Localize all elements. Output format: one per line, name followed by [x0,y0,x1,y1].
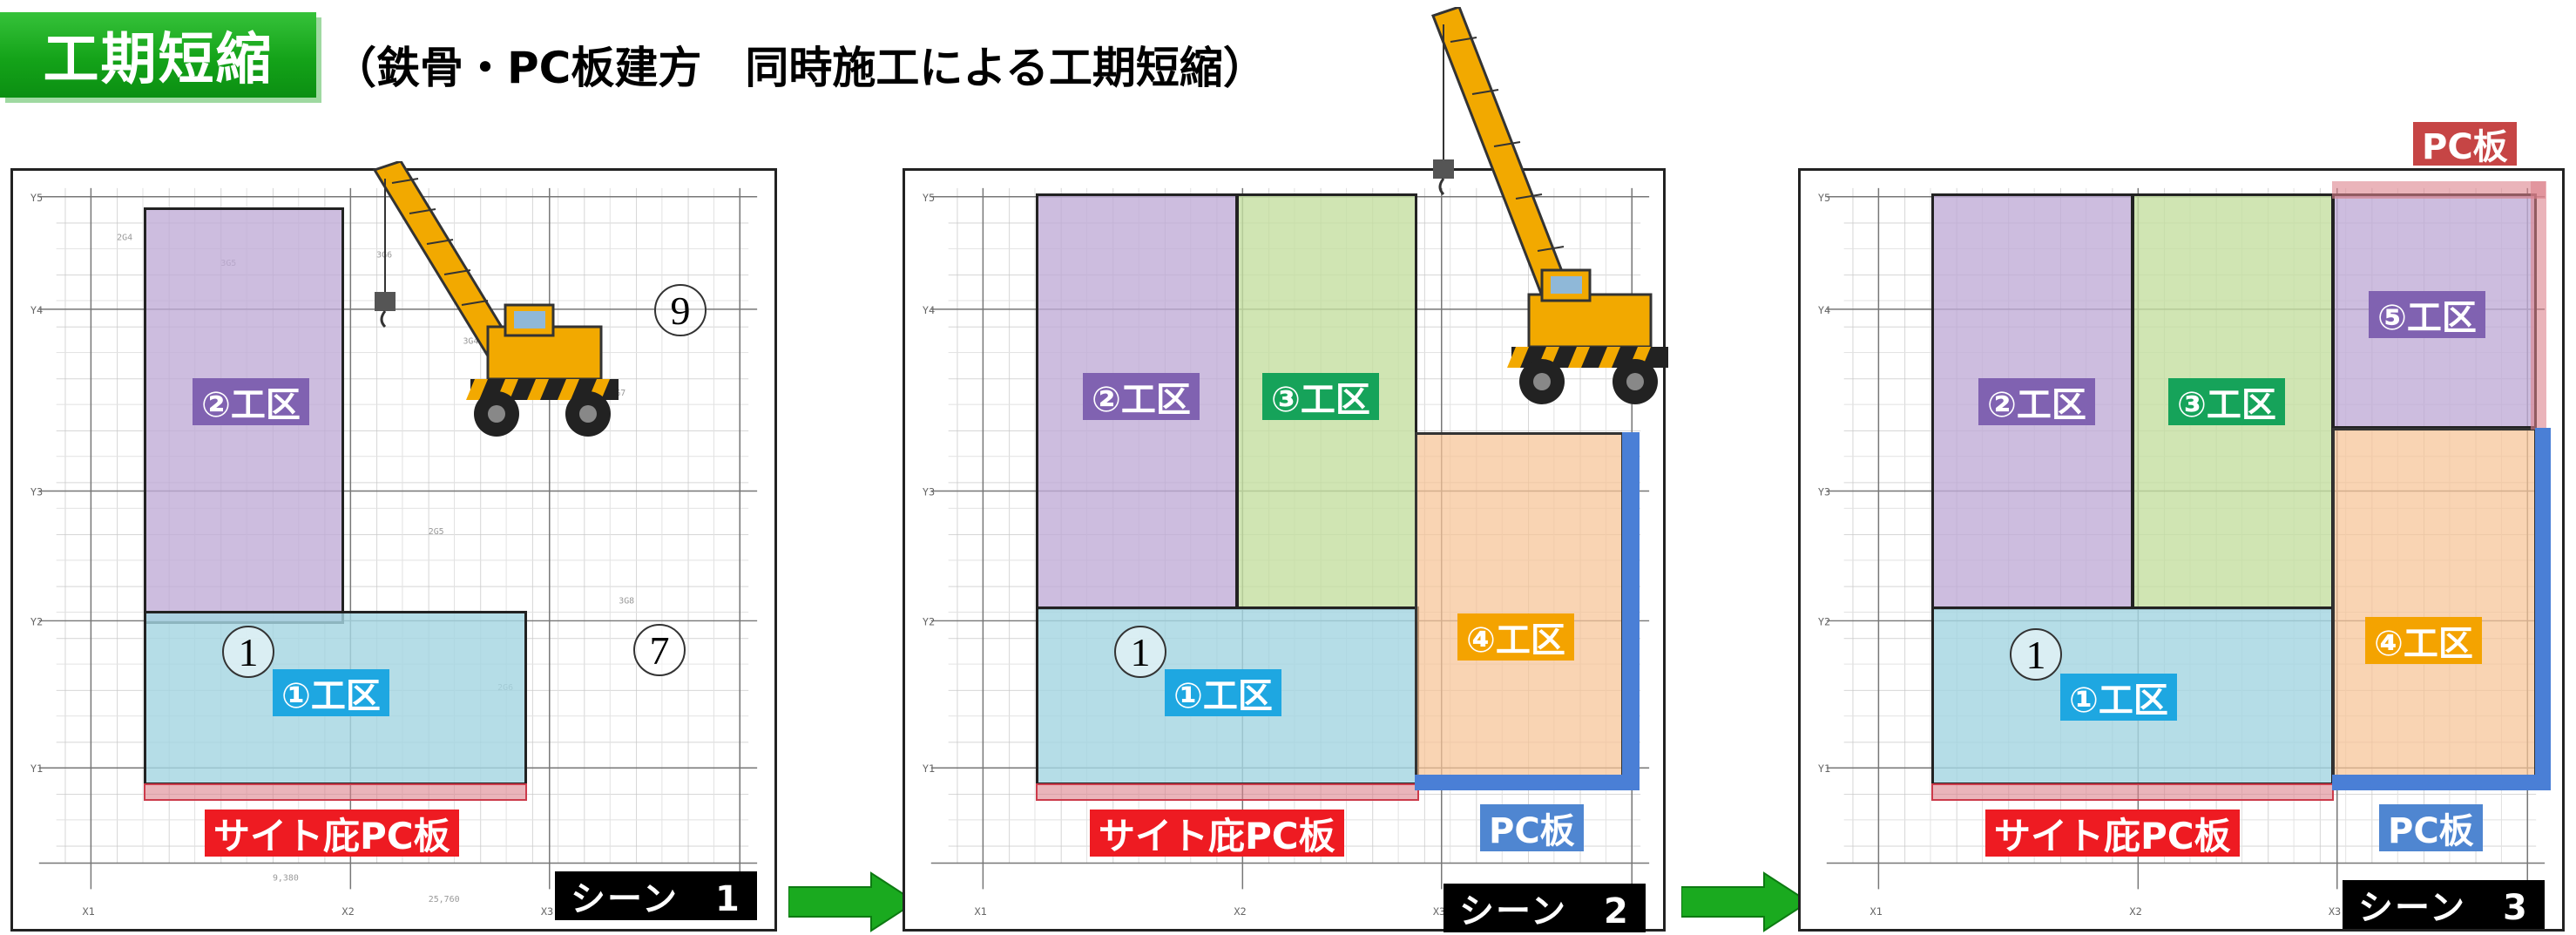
zone-5-label: ⑤工区 [2369,291,2485,338]
svg-text:3G8: 3G8 [619,597,634,606]
scene-2-tag: シーン 2 [1444,884,1646,932]
svg-text:X3: X3 [1433,905,1445,918]
svg-text:3G4: 3G4 [463,337,478,347]
svg-text:X3: X3 [2329,905,2341,918]
side-pc-strip [1931,783,2334,801]
svg-text:25,760: 25,760 [429,895,460,905]
svg-text:Y2: Y2 [1818,615,1830,627]
svg-text:X1: X1 [82,905,94,918]
pc-panel-strip-top [2332,181,2546,199]
svg-text:X1: X1 [1869,905,1882,918]
svg-text:Y5: Y5 [30,192,43,204]
svg-text:X2: X2 [341,905,354,918]
svg-text:Y1: Y1 [30,762,43,775]
svg-text:Y5: Y5 [923,192,935,204]
pc-panel-label: PC板 [1480,804,1584,851]
right-arrow-icon [1681,871,1810,932]
zone-2-label: ②工区 [1083,373,1200,420]
pc-panel-strip-right-top [2531,181,2546,430]
grid-number-1: 1 [1114,626,1166,678]
grid-number-7: 7 [633,624,686,676]
side-pc-label: サイト庇PC板 [1090,810,1344,857]
zone-4-label: ④工区 [2365,617,2482,664]
svg-text:Y4: Y4 [30,304,43,316]
svg-text:Y5: Y5 [1818,192,1830,204]
zone-2-label: ②工区 [193,378,309,425]
svg-text:Y1: Y1 [923,762,935,775]
svg-text:9,380: 9,380 [273,873,299,883]
svg-text:X1: X1 [974,905,986,918]
crane-icon [372,161,619,437]
svg-text:Y3: Y3 [923,485,935,498]
zone-4-area [2332,428,2537,781]
zone-3-area [2132,193,2334,610]
pc-panel-strip-side [2535,428,2551,789]
zone-3-label: ③工区 [2168,378,2285,425]
pc-panel-strip-side [1622,432,1640,789]
zone-4-area [1415,432,1624,781]
pc-panel-top-label: PC板 [2413,122,2517,167]
zone-4-label: ④工区 [1457,613,1574,661]
crane-icon [1431,7,1668,404]
scene-1-tag: シーン 1 [555,871,757,920]
svg-text:2G4: 2G4 [117,233,132,242]
svg-text:X2: X2 [2129,905,2141,918]
right-arrow-icon [788,871,917,932]
svg-text:Y1: Y1 [1818,762,1830,775]
side-pc-label: サイト庇PC板 [1985,810,2240,857]
title-badge: 工期短縮 [0,12,316,98]
pc-panel-label: PC板 [2379,804,2483,851]
side-pc-strip [144,783,527,801]
grid-number-1: 1 [2010,628,2062,681]
svg-text:Y4: Y4 [1818,304,1830,316]
side-pc-label: サイト庇PC板 [205,810,459,857]
zone-1-label: ①工区 [2060,674,2177,721]
zone-1-label: ①工区 [1165,669,1281,716]
side-pc-strip [1036,783,1419,801]
zone-2-label: ②工区 [1978,378,2095,425]
svg-text:Y2: Y2 [923,615,935,627]
svg-text:Y2: Y2 [30,615,43,627]
svg-text:Y3: Y3 [30,485,43,498]
grid-number-1: 1 [222,626,274,678]
zone-3-label: ③工区 [1262,373,1379,420]
svg-text:2G5: 2G5 [429,527,444,537]
svg-text:Y3: Y3 [1818,485,1830,498]
pc-panel-strip-bottom [1415,775,1640,790]
page-subtitle: （鉄骨・PC板建方 同時施工による工期短縮） [333,43,1267,93]
grid-number-9: 9 [654,284,707,336]
svg-text:X2: X2 [1234,905,1246,918]
svg-text:X3: X3 [541,905,553,918]
zone-1-label: ①工区 [273,669,389,716]
scene-3-tag: シーン 3 [2343,880,2545,929]
svg-text:Y4: Y4 [923,304,935,316]
pc-panel-strip-bottom [2332,775,2551,790]
